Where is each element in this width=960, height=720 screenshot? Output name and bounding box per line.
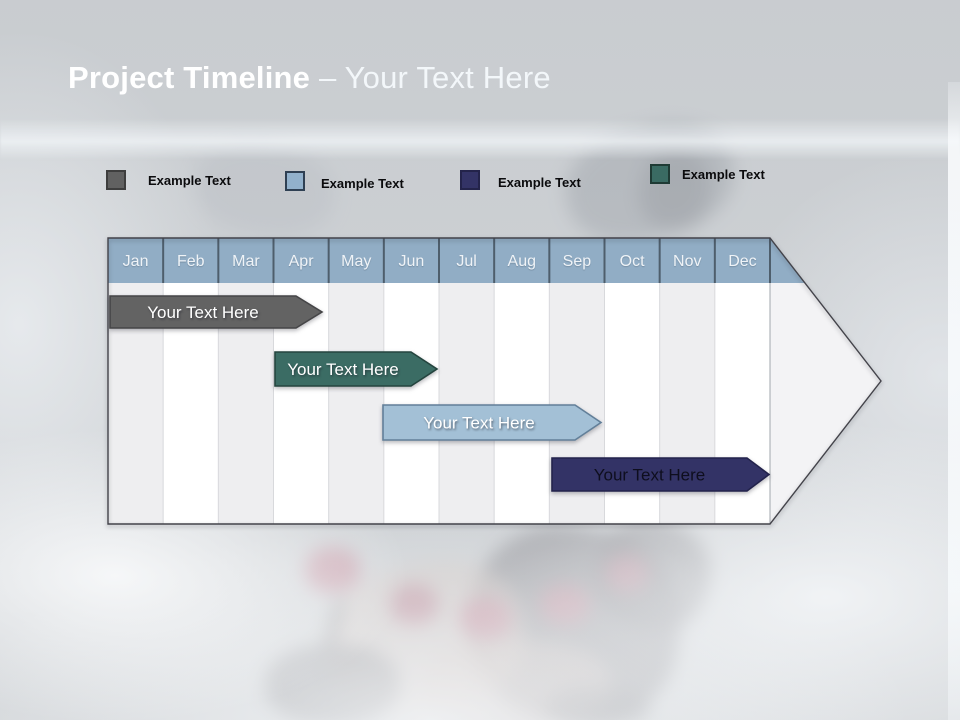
month-label: Nov [673, 253, 701, 270]
month-label: Apr [289, 253, 315, 270]
month-label: Sep [563, 253, 592, 270]
task-bar-label: Your Text Here [594, 466, 706, 485]
month-column [329, 283, 384, 524]
month-label: Jan [123, 253, 149, 270]
task-bar-label: Your Text Here [423, 414, 535, 433]
month-column [384, 283, 439, 524]
month-label: May [341, 253, 371, 270]
month-label: Mar [232, 253, 260, 270]
task-bar-label: Your Text Here [287, 360, 399, 379]
month-column [439, 283, 494, 524]
month-label: Dec [728, 253, 756, 270]
month-label: Jun [399, 253, 425, 270]
month-label: Oct [620, 253, 645, 270]
month-label: Feb [177, 253, 205, 270]
month-column [494, 283, 549, 524]
month-label: Jul [456, 253, 476, 270]
month-label: Aug [508, 253, 536, 270]
task-bar-label: Your Text Here [147, 303, 259, 322]
